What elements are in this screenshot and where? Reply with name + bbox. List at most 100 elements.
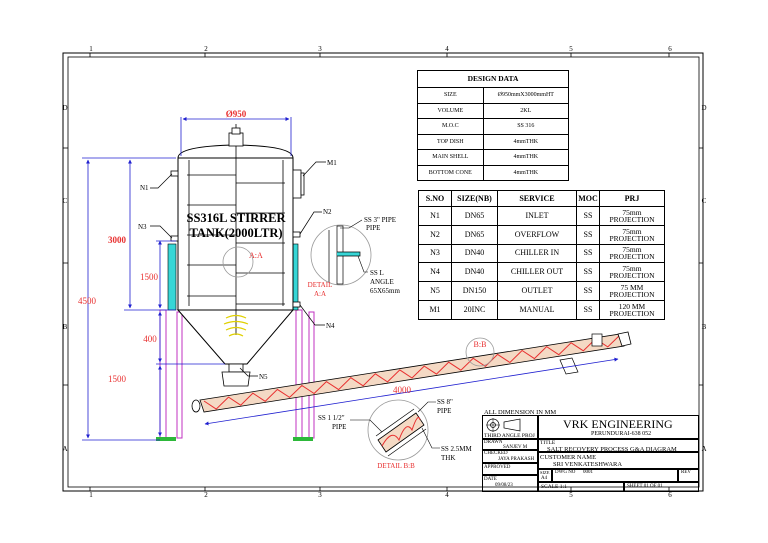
side-nozzles: [170, 169, 305, 308]
prj-value: 75mm: [622, 264, 642, 274]
size-value: A4: [541, 476, 548, 481]
cell-service: CHILLER OUT: [497, 262, 577, 283]
design-value: SS 316: [482, 118, 570, 135]
cell-sno: M1: [418, 299, 452, 320]
approved-cell: APPROVED: [482, 463, 538, 475]
company-cell: VRK ENGINEERING PERUNDURAI-638 052: [538, 415, 699, 439]
prj-word: PROJECTION: [609, 290, 655, 300]
tag-m1: M1: [327, 159, 337, 167]
agitator-shaft: [187, 146, 285, 335]
design-key: M.O.C: [417, 118, 484, 135]
nozzle-schedule-table: S.NO SIZE(NB) SERVICE MOC PRJ N1 DN65 IN…: [418, 190, 665, 320]
top-zone-5: 5: [569, 45, 573, 53]
section-aa-marker: [222, 246, 254, 278]
detail-aa-angle-2: ANGLE: [370, 278, 394, 286]
left-zone-d: D: [62, 104, 67, 112]
checked-cell: CHECKED JAYA PRAKASH: [482, 450, 538, 463]
sheet-cell: SHEET 01 OF 01: [624, 482, 699, 492]
dwg-label: DWG NO: [555, 470, 576, 475]
design-key: SIZE: [417, 87, 484, 104]
detail-bb-15in-1: SS 1 1/2": [318, 414, 345, 422]
left-zone-c: C: [63, 197, 68, 205]
prj-word: PROJECTION: [609, 308, 655, 318]
detail-aa-angle-1: SS L: [370, 269, 384, 277]
prj-value: 120 MM: [618, 301, 646, 311]
cell-service: MANUAL: [497, 299, 577, 320]
cell-sno: N3: [418, 243, 452, 264]
left-zone-b: B: [63, 323, 68, 331]
tank-name-line2: TANK(2000LTR): [189, 226, 282, 240]
col-moc: MOC: [576, 190, 600, 207]
cell-moc: SS: [576, 299, 600, 320]
date-cell: DATE 09/08/23: [482, 475, 538, 492]
title-label: TITLE: [540, 440, 556, 446]
detail-bb-8in-2: PIPE: [437, 407, 451, 415]
cell-size: DN65: [451, 206, 498, 226]
dwg-value: 0001: [583, 470, 593, 475]
date-value: 09/08/23: [495, 483, 513, 488]
cell-sno: N1: [418, 206, 452, 226]
sheet-label: SHEET 01 OF 01: [627, 484, 663, 489]
dwg-cell: DWG NO 0001: [552, 469, 678, 482]
prj-value: 75 MM: [620, 282, 644, 292]
tag-n1: N1: [140, 184, 149, 192]
detail-bb-thk-1: SS 2.5MM: [441, 445, 473, 453]
agitator-drive: [228, 124, 244, 147]
conveyor-dimension: [204, 357, 619, 426]
detail-bb-title: DETAIL B:B: [377, 462, 415, 470]
bottom-zone-6: 6: [668, 491, 672, 499]
prj-word: PROJECTION: [609, 214, 655, 224]
col-service: SERVICE: [497, 190, 577, 207]
diameter-label: Ø950: [226, 109, 247, 119]
title-block: THIRD ANGLE PROJ VRK ENGINEERING PERUNDU…: [482, 415, 699, 492]
prj-value: 75mm: [622, 245, 642, 255]
cell-size: DN150: [451, 281, 498, 301]
design-value: 4mmTHK: [482, 133, 570, 150]
approved-label: APPROVED: [484, 465, 511, 470]
col-sno: S.NO: [418, 190, 452, 207]
title-cell: TITLE SALT RECOVERY PROCESS G&A DIAGRAM: [538, 439, 699, 453]
bottom-zone-4: 4: [445, 491, 449, 499]
tank-body: [176, 144, 295, 365]
detail-aa-angle-3: 65X65mm: [370, 287, 401, 295]
detail-aa-pipe-label-2: PIPE: [366, 224, 380, 232]
rev-label: REV: [681, 470, 691, 475]
cell-moc: SS: [576, 281, 600, 301]
tag-n5: N5: [259, 373, 268, 381]
prj-value: 75mm: [622, 207, 642, 217]
leg-base-plates: [156, 437, 313, 441]
all-dimension-note: ALL DIMENSION IN MM: [484, 409, 556, 416]
prj-word: PROJECTION: [609, 233, 655, 243]
cell-service: OVERFLOW: [497, 224, 577, 245]
cell-size: DN40: [451, 243, 498, 264]
dim-overall: 4500: [78, 296, 97, 306]
customer-value: SRI VENKATESHWARA: [553, 461, 623, 468]
projection-label: THIRD ANGLE PROJ: [484, 433, 535, 439]
top-zone-2: 2: [204, 45, 208, 53]
cell-service: INLET: [497, 206, 577, 226]
dim-upper: 1500: [140, 272, 159, 282]
prj-word: PROJECTION: [609, 252, 655, 262]
scale-cell: SCALE 1:1: [538, 482, 624, 492]
company-name: VRK ENGINEERING: [563, 417, 673, 431]
left-zone-a: A: [62, 445, 67, 453]
projection-cell: THIRD ANGLE PROJ: [482, 415, 538, 439]
third-angle-projection-icon: [486, 418, 521, 432]
detail-bb-thk-2: THK: [441, 454, 455, 462]
cell-moc: SS: [576, 206, 600, 226]
rev-cell: REV: [678, 469, 699, 482]
size-cell: SIZE A4: [538, 469, 552, 482]
scale-label: SCALE 1:1: [541, 484, 567, 490]
bottom-zone-2: 2: [204, 491, 208, 499]
